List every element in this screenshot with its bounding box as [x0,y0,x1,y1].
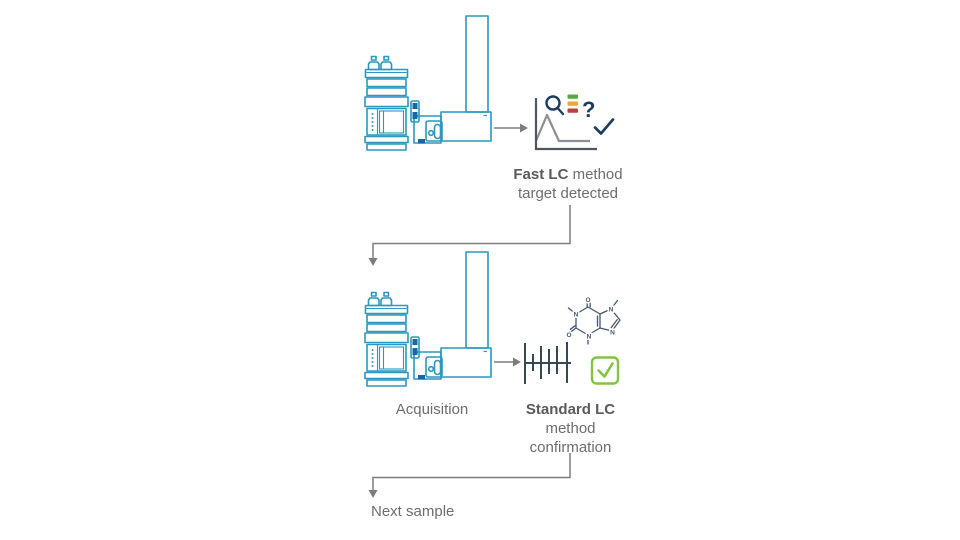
checkmark-icon [593,118,615,135]
severity-bars-icon [567,94,578,113]
atom-label: O [585,297,590,304]
checkbox-checked-icon [590,356,620,385]
acquisition-label: Acquisition [395,401,469,418]
step2-caption-line2: method [545,420,596,437]
caffeine-molecule-icon: O N O N N N [565,296,621,345]
connector-step2-to-next [368,453,571,498]
atom-label: O [566,332,571,339]
step1-caption: Fast LC method target detected [500,165,636,203]
atom-label: N [609,307,614,314]
atom-label: N [587,334,592,341]
chromatogram-icon [534,98,597,151]
arrow-right-1 [494,123,528,133]
atom-label: N [574,312,579,319]
search-icon [545,95,565,116]
mass-spectrum-icon [524,342,571,384]
connector-step1-to-step2 [368,205,571,266]
arrow-right-2 [494,357,521,367]
step1-caption-line1: Fast LC method [513,166,623,183]
atom-label: N [610,330,615,337]
step2-caption-line3: confirmation [529,439,612,456]
lcms-instrument-2 [364,251,492,387]
step2-caption: Standard LC method confirmation [503,400,638,457]
step2-caption-line1: Standard LC [525,401,616,418]
question-mark-icon: ? [582,97,595,122]
lcms-instrument-1 [364,15,492,151]
next-sample-label: Next sample [371,503,455,520]
step1-caption-line2: target detected [517,185,619,202]
